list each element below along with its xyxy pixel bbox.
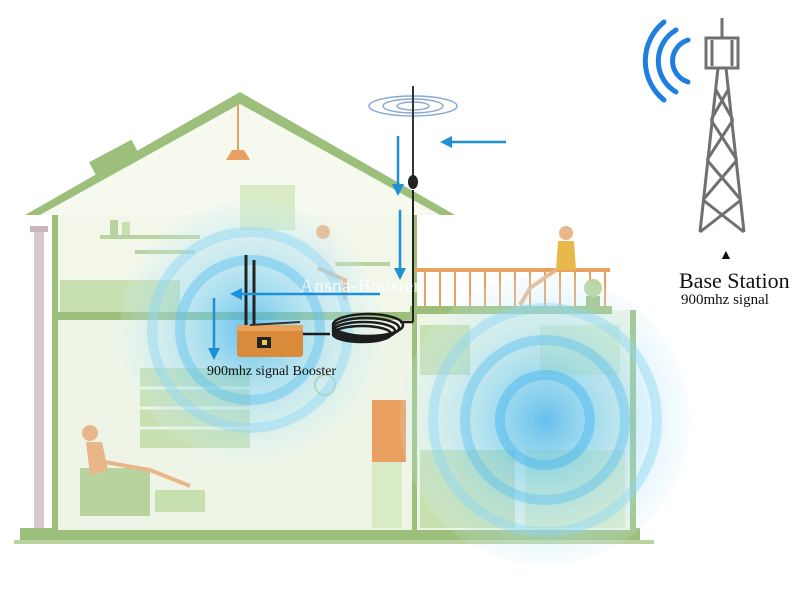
coverage-lower xyxy=(400,275,690,565)
base-station-subtitle: 900mhz signal xyxy=(681,292,769,309)
watermark: Ansna-Booster xyxy=(300,276,420,298)
base-station-title: Base Station xyxy=(679,268,790,294)
cell-tower-icon xyxy=(700,18,744,232)
pointer-triangle-icon: ▲ xyxy=(719,248,733,264)
tower-waves-icon xyxy=(645,22,688,100)
booster-label: 900mhz signal Booster xyxy=(207,364,336,380)
armchair xyxy=(80,468,150,516)
drain-pipe xyxy=(34,228,44,528)
